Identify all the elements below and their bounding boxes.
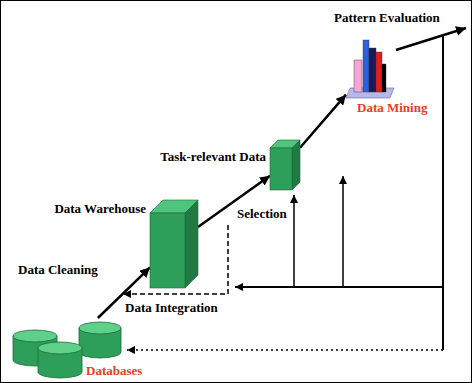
node-label: Databases xyxy=(86,363,142,378)
feedback-arrow xyxy=(293,195,295,287)
node-label: Data Warehouse xyxy=(54,201,146,216)
database-cylinder xyxy=(79,322,121,358)
node-shape xyxy=(346,36,394,98)
process-arrow xyxy=(300,95,346,148)
step-label: Data Cleaning xyxy=(17,262,99,277)
warehouse-cube: Data Warehouse xyxy=(150,200,198,288)
pattern-chart: Pattern Evaluation xyxy=(346,36,394,98)
dotted-feedback xyxy=(127,349,443,351)
step-label: Data Mining xyxy=(356,100,428,115)
node-shape xyxy=(270,140,300,190)
database-cylinder xyxy=(38,342,82,378)
feedback-line xyxy=(235,286,443,288)
chart-bar xyxy=(376,52,382,92)
node-label: Task-relevant Data xyxy=(160,149,266,164)
cube-side xyxy=(292,140,300,190)
step-label: Data Integration xyxy=(124,300,219,315)
data-cube: Task-relevant Data xyxy=(270,140,300,190)
chart-bar xyxy=(354,60,362,92)
chart-bar xyxy=(369,48,376,92)
feedback-arrow xyxy=(342,176,344,287)
cube-side xyxy=(185,200,198,288)
feedback-line xyxy=(442,36,444,350)
cube-front xyxy=(150,213,185,288)
step-label: Selection xyxy=(236,206,288,221)
cube-front xyxy=(270,148,292,190)
node-shape xyxy=(150,200,198,288)
chart-bar xyxy=(363,40,369,92)
node-label: Pattern Evaluation xyxy=(334,10,440,25)
output-arrow xyxy=(396,28,466,50)
database-group: Databases xyxy=(12,318,122,378)
chart-bar xyxy=(382,64,386,92)
